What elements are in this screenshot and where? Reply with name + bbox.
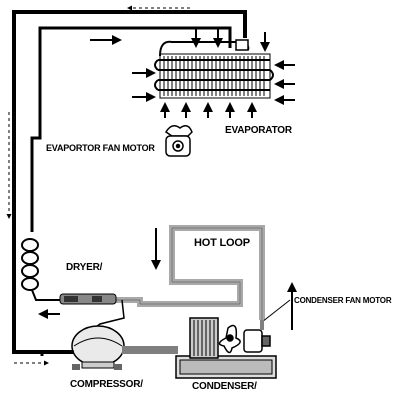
condenser-fan-icon bbox=[218, 324, 271, 354]
evaporator-label: EVAPORATOR bbox=[225, 125, 292, 136]
capillary-coils bbox=[21, 238, 60, 301]
dryer-icon bbox=[59, 293, 117, 305]
condenser-coil-icon bbox=[175, 317, 277, 379]
condenser-fan-motor-label: CONDENSER FAN MOTOR bbox=[294, 296, 392, 305]
dryer-label: DRYER/ bbox=[66, 262, 103, 273]
evaporator-coil-icon bbox=[154, 39, 274, 99]
hot-loop-pipe-edge bbox=[110, 227, 263, 320]
evaporator-airflow-arrows bbox=[90, 28, 295, 118]
compressor-icon bbox=[71, 325, 125, 370]
evaporator-fan-motor-label: EVAPORTOR FAN MOTOR bbox=[46, 143, 155, 153]
capillary-tube-outer bbox=[30, 26, 232, 232]
suction-line bbox=[12, 10, 247, 354]
hot-loop-label: HOT LOOP bbox=[194, 237, 250, 249]
compressor-label: COMPRESSOR/ bbox=[70, 379, 143, 390]
fan-motor-icon bbox=[164, 125, 193, 157]
compressor-suction-stub bbox=[40, 350, 74, 356]
dashed-flow-arrows bbox=[6, 5, 190, 366]
condenser-label: CONDENSER/ bbox=[192, 381, 257, 392]
capillary-tube-inner bbox=[35, 31, 226, 232]
condenser-fan-pointer bbox=[261, 299, 291, 323]
